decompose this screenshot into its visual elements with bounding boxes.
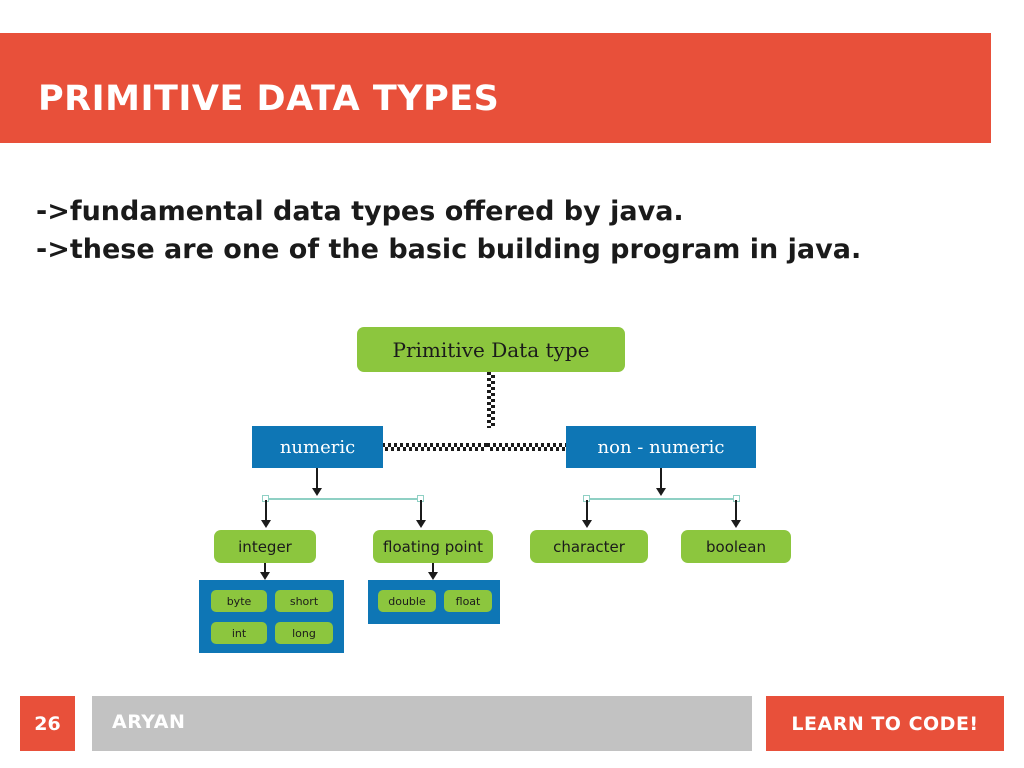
connector-numeric-spread [266,498,421,500]
connector-floating-drop [420,500,422,522]
bullet-line-1: ->fundamental data types offered by java… [36,196,684,227]
header-banner [0,33,991,143]
primitive-data-type-diagram: Primitive Data type numeric non - numeri… [196,320,816,665]
diagram-chip-byte: byte [211,590,267,612]
arrow-boolean-icon [731,520,741,528]
connector-root-bus-left [382,443,572,451]
diagram-node-floating-point: floating point [373,530,493,563]
connector-floating-group-drop [432,563,434,575]
diagram-node-integer: integer [214,530,316,563]
diagram-chip-double: double [378,590,436,612]
arrow-floating-group-icon [428,572,438,580]
diagram-node-non-numeric: non - numeric [566,426,756,468]
footer-page-number: 26 [20,696,75,751]
footer-author: ARYAN [112,711,186,733]
connector-boolean-drop [735,500,737,522]
arrow-character-icon [582,520,592,528]
connector-integer-drop [265,500,267,522]
diagram-chip-short: short [275,590,333,612]
diagram-chip-float: float [444,590,492,612]
page-title: PRIMITIVE DATA TYPES [38,79,500,119]
connector-character-drop [586,500,588,522]
connector-root-trunk [487,372,495,428]
connector-non-numeric-spread [587,498,736,500]
footer-band [92,696,752,751]
diagram-node-numeric: numeric [252,426,383,468]
arrow-numeric-stem-icon [312,488,322,496]
diagram-chip-int: int [211,622,267,644]
diagram-node-boolean: boolean [681,530,791,563]
arrow-non-numeric-stem-icon [656,488,666,496]
arrow-floating-icon [416,520,426,528]
slide-body: ->fundamental data types offered by java… [36,196,976,272]
diagram-node-character: character [530,530,648,563]
connector-numeric-stem [316,468,318,490]
diagram-group-integer-types: byte short int long [199,580,344,653]
footer-cta: LEARN TO CODE! [766,696,1004,751]
connector-non-numeric-stem [660,468,662,490]
connector-integer-group-drop [264,563,266,575]
arrow-integer-group-icon [260,572,270,580]
diagram-group-floating-types: double float [368,580,500,624]
diagram-node-root: Primitive Data type [357,327,625,372]
diagram-chip-long: long [275,622,333,644]
connector-root-bus-right [487,443,572,451]
arrow-integer-icon [261,520,271,528]
bullet-line-2: ->these are one of the basic building pr… [36,233,862,265]
